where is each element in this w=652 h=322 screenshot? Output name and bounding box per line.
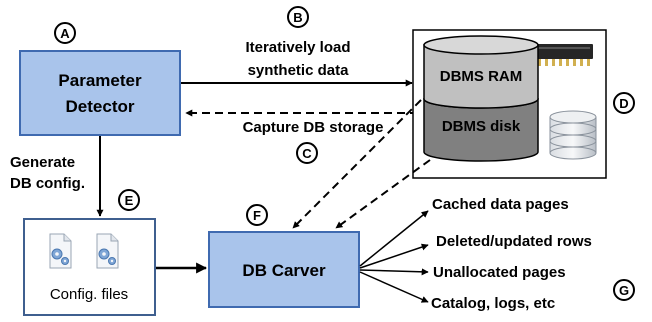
dbms-disk-label: DBMS disk [442, 118, 521, 135]
marker-c-circle [296, 142, 318, 164]
output-label-cached: Cached data pages [432, 196, 569, 213]
config-files-box [23, 218, 156, 316]
marker-g-circle [613, 279, 635, 301]
marker-f: F [246, 204, 268, 226]
marker-d-circle [613, 92, 635, 114]
generate-label-line-2: DB config. [10, 175, 85, 192]
marker-f-letter: F [253, 208, 261, 223]
config-file-icon [49, 233, 72, 269]
parameter-detector-box [19, 50, 181, 136]
disk-stack-icon [549, 110, 597, 160]
marker-c-letter: C [302, 146, 312, 161]
marker-d: D [613, 92, 635, 114]
marker-b-circle [287, 6, 309, 28]
marker-e: E [118, 189, 140, 211]
output-label-unallocated: Unallocated pages [433, 264, 566, 281]
marker-f-circle [246, 204, 268, 226]
dbms-ram-label: DBMS RAM [440, 68, 523, 85]
output-arrow-cached [359, 210, 429, 267]
config-file-icon [96, 233, 119, 269]
marker-a-circle [54, 22, 76, 44]
marker-e-circle [118, 189, 140, 211]
marker-a-letter: A [60, 26, 70, 41]
marker-a: A [54, 22, 76, 44]
dbms-storage-node: DBMS RAM DBMS disk [412, 29, 607, 179]
db-carver-node: DB Carver [208, 231, 360, 308]
dbms-ram-cylinder [423, 35, 539, 109]
marker-b-letter: B [293, 10, 302, 25]
db-carver-box [208, 231, 360, 308]
marker-g-letter: G [619, 283, 629, 298]
generate-label-line-1: Generate [10, 154, 75, 171]
config-files-label: Config. files [50, 286, 128, 303]
marker-g: G [613, 279, 635, 301]
marker-d-letter: D [619, 96, 628, 111]
load-label-line-1: Iteratively load [245, 39, 350, 56]
marker-c: C [296, 142, 318, 164]
parameter-detector-line-1: Parameter [58, 71, 142, 90]
output-label-catalog: Catalog, logs, etc [431, 295, 555, 312]
output-arrow-unallocated [359, 268, 429, 276]
output-label-deleted: Deleted/updated rows [436, 233, 592, 250]
db-carver-label: DB Carver [242, 261, 326, 280]
ram-to-carver-arrow [292, 99, 422, 229]
config-files-node: Config. files [23, 218, 156, 316]
output-arrow-deleted [359, 243, 429, 269]
capture-label: Capture DB storage [243, 119, 384, 136]
parameter-detector-node: Parameter Detector [19, 50, 181, 136]
load-label-line-2: synthetic data [248, 62, 350, 79]
marker-b: B [287, 6, 309, 28]
marker-e-letter: E [125, 193, 134, 208]
output-arrow-catalog [359, 271, 429, 303]
parameter-detector-line-2: Detector [66, 97, 135, 116]
disk-to-carver-arrow [335, 159, 431, 229]
ram-chip-icon [535, 44, 593, 66]
